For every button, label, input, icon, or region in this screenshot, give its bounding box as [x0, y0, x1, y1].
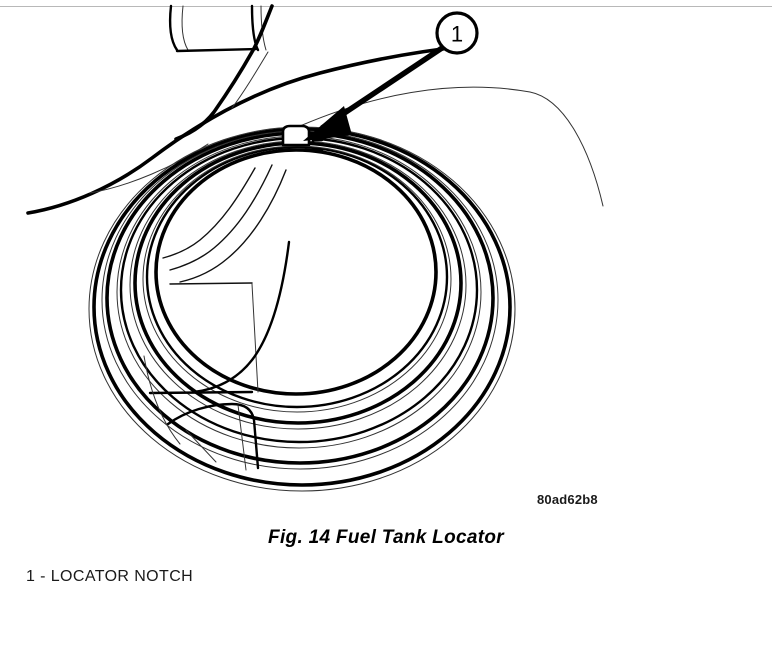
tank-inner-ring: [129, 140, 467, 430]
fuel-tank-locator-drawing: 1: [26, 4, 604, 492]
interior-rib-lines: [143, 164, 291, 471]
figure-caption: Fig. 14 Fuel Tank Locator: [268, 527, 504, 548]
tank-opening: [154, 148, 438, 396]
page-top-rule: [0, 6, 772, 7]
callout-1-balloon: [435, 11, 479, 55]
figure-legend: 1 - LOCATOR NOTCH: [26, 566, 746, 588]
legend-item-1: 1 - LOCATOR NOTCH: [26, 568, 194, 585]
callout-1-number: 1: [451, 22, 463, 47]
callout-1: 1: [303, 11, 479, 141]
figure-illustration: 1 80ad62b8: [26, 4, 604, 507]
figure-part-number: 80ad62b8: [537, 492, 598, 507]
callout-1-arrowhead: [303, 106, 352, 141]
mounting-bracket: [168, 4, 274, 141]
tank-outer-ring: [88, 126, 516, 492]
